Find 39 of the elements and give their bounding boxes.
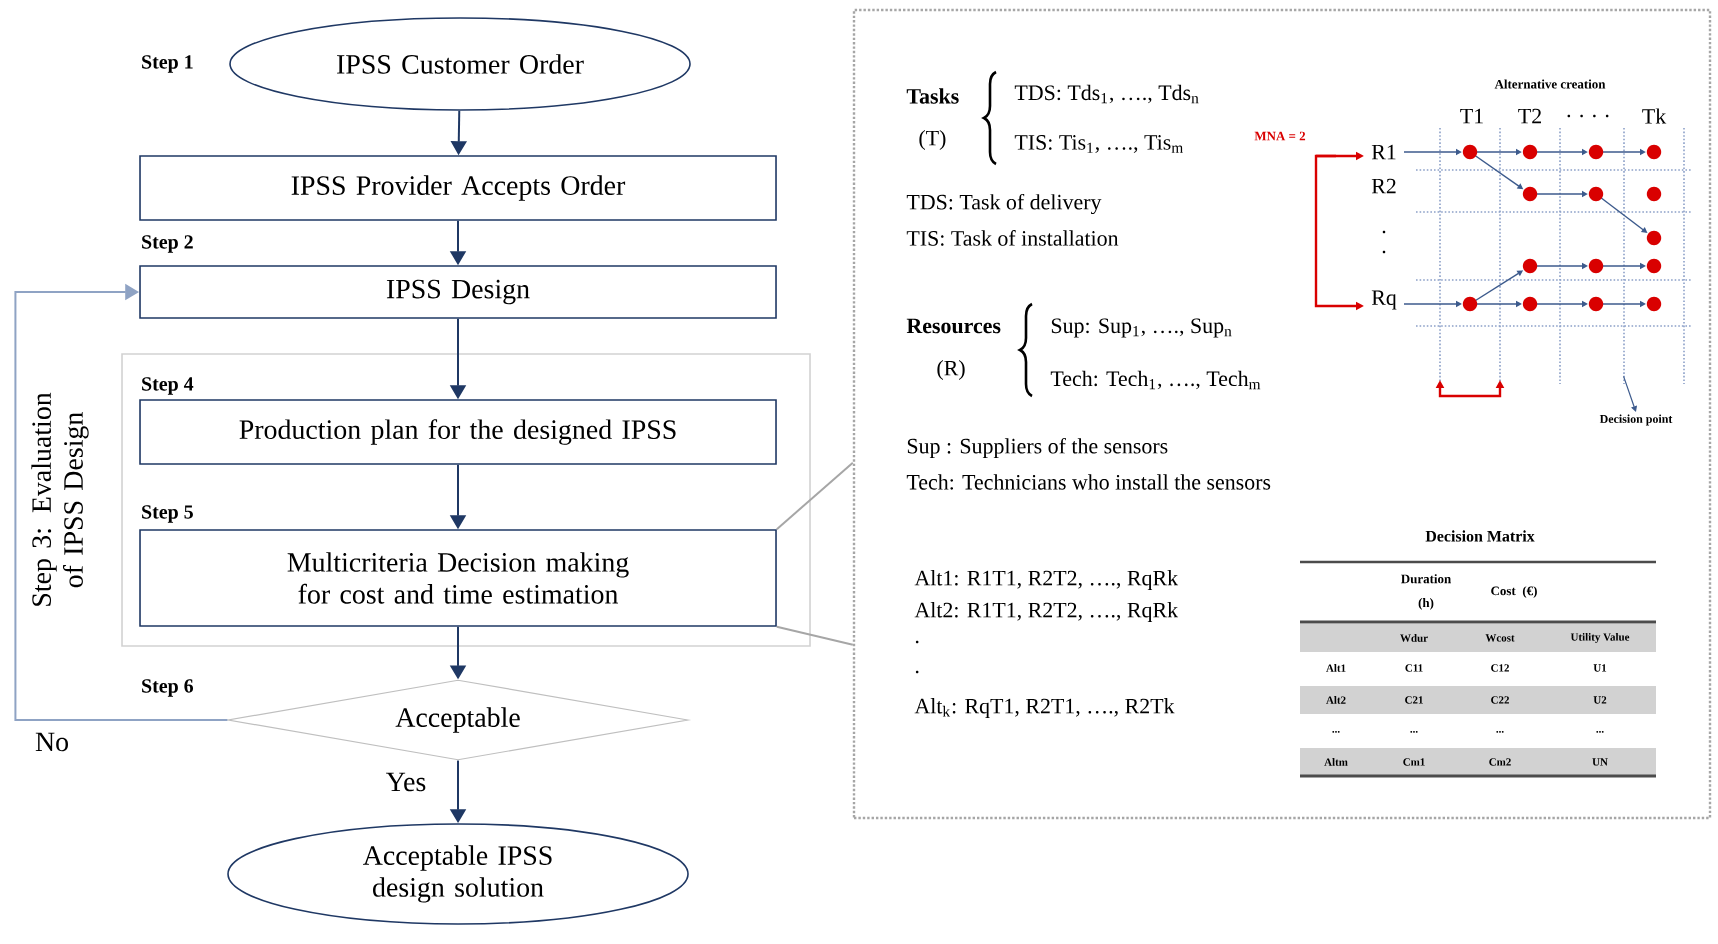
definition-text: TDS: Task of delivery bbox=[906, 193, 1102, 215]
alternative-text: Alt1: R1T1, R2T2, …., RqRk bbox=[914, 570, 1179, 590]
step-label: Step 6 bbox=[142, 679, 194, 697]
step-label: Step 1 bbox=[142, 55, 193, 73]
heading-text: Resources bbox=[906, 318, 1001, 334]
list-text: TIS: Tis$_{1}$, …., Tis$_{m}$ bbox=[1014, 135, 1183, 153]
heading-text: Tasks bbox=[906, 88, 959, 104]
definition-text: Sup : Suppliers of the sensors bbox=[907, 437, 1168, 458]
definition-text: Tech: Technicians who install the sensors bbox=[906, 474, 1271, 490]
alternative-text: . bbox=[915, 670, 919, 674]
row-label: Rq bbox=[1371, 290, 1397, 310]
alternative-text: Alt2: R1T1, R2T2, …., RqRk bbox=[914, 602, 1179, 622]
symbol-text: (R) bbox=[937, 360, 965, 380]
row-label: . bbox=[1382, 250, 1386, 254]
step-label: Step 4 bbox=[142, 377, 194, 395]
step-label: Step 2 bbox=[142, 235, 193, 253]
list-text: Tech: Tech$_{1}$, …., Tech$_{m}$ bbox=[1050, 370, 1261, 390]
process-box: Production plan for the designed IPSS bbox=[139, 399, 777, 465]
list-text: Sup: Sup$_{1}$, …., Sup$_{n}$ bbox=[1051, 318, 1232, 338]
zoom-line bbox=[775, 625, 854, 646]
list-text: TDS: Tds$_{1}$, …., Tds$_{n}$ bbox=[1014, 84, 1199, 104]
step-label: Step 5 bbox=[142, 505, 193, 523]
process-box: IPSS Provider Accepts Order bbox=[139, 155, 777, 221]
edge-label: No bbox=[32, 730, 72, 754]
process-box: IPSS Design bbox=[139, 265, 777, 319]
definition-text: TIS: Task of installation bbox=[906, 230, 1119, 246]
row-label: . bbox=[1382, 230, 1386, 234]
row-label: R1 bbox=[1371, 144, 1396, 160]
node-label: Step 3: Evaluation of IPSS Design bbox=[31, 392, 89, 606]
alternative-text: Alt$_{k}$: RqT1, R2T1, …., R2Tk bbox=[914, 698, 1175, 718]
row-label: R2 bbox=[1371, 178, 1396, 194]
symbol-text: (T) bbox=[919, 130, 946, 150]
detail-panel bbox=[852, 8, 1712, 820]
arrow bbox=[14, 283, 229, 721]
alternative-grid-drawing bbox=[1314, 127, 1693, 398]
alternative-text: . bbox=[915, 640, 919, 644]
process-box: Multicriteria Decision making for cost and time estimation bbox=[139, 529, 777, 627]
edge-label: Yes bbox=[383, 770, 429, 794]
zoom-line bbox=[775, 461, 854, 531]
